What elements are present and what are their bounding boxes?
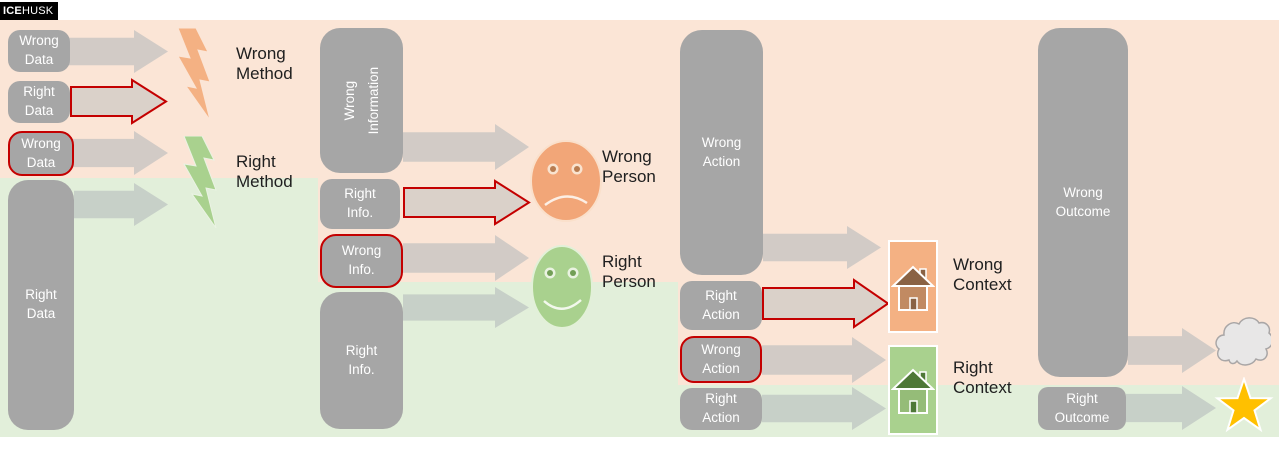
house-icon-right-context [891,368,935,414]
lightning-bolt-icon-right-method [183,136,217,228]
wrong-information-tall-box: Wrong Information [320,28,403,173]
wrong-info-box-flagged: Wrong Info. [320,234,403,288]
right-info-box: Right Info. [320,179,400,229]
right-action-box-1: Right Action [680,281,762,330]
right-data-tall-label: Right Data [25,287,57,321]
logo-text-husk: HUSK [21,5,54,17]
right-outcome-label: Right Outcome [1054,390,1110,425]
right-outcome-box: Right Outcome [1038,387,1126,430]
wrong-context-tile [888,240,938,333]
error-arrow-right-data-to-wrong-method [70,78,168,125]
wrong-action-tall-box: Wrong Action [680,30,763,275]
star-icon-right-outcome [1214,377,1274,433]
right-method-label: Right Method [236,152,293,192]
cloud-icon-wrong-outcome [1215,317,1271,366]
wrong-outcome-tall-box: Wrong Outcome [1038,28,1128,377]
wrong-info-label: Wrong Info. [341,243,382,277]
wrong-data-label-1: Wrong Data [19,33,59,67]
wrong-action-box-flagged: Wrong Action [680,336,762,383]
wrong-method-label: Wrong Method [236,44,293,84]
right-person-label: Right Person [602,252,656,292]
right-data-tall-box: Right Data [8,180,74,430]
lightning-bolt-icon-wrong-method [177,28,211,120]
wrong-data-box-1: Wrong Data [8,30,70,72]
wrong-data-label-2: Wrong Data [21,135,61,170]
wrong-outcome-label: Wrong Outcome [1055,184,1111,219]
right-action-label-2: Right Action [702,391,740,425]
right-data-box: Right Data [8,81,70,123]
smiley-face-icon-right-person [531,245,593,329]
wrong-action-label-2: Wrong Action [701,341,741,376]
right-context-tile [888,345,938,435]
right-action-label-1: Right Action [702,287,740,322]
house-icon-wrong-context [891,265,935,311]
error-arrow-right-info-to-wrong-person [403,179,531,226]
wrong-person-label: Wrong Person [602,147,656,187]
logo-text-ice: ICE [3,5,22,17]
wrong-context-label: Wrong Context [953,255,1012,295]
sad-face-icon-wrong-person [530,140,602,222]
right-context-label: Right Context [953,358,1012,398]
wrong-information-label: Wrong Information [341,66,381,135]
right-info-tall-box: Right Info. [320,292,403,429]
right-info-label: Right Info. [344,186,376,220]
right-info-tall-label: Right Info. [345,342,378,377]
right-action-box-2: Right Action [680,388,762,430]
wrong-data-box-2-flagged: Wrong Data [8,131,74,176]
wrong-action-tall-label: Wrong Action [701,134,742,169]
right-data-label: Right Data [23,84,55,118]
error-arrow-right-action-to-wrong-context [762,278,890,329]
